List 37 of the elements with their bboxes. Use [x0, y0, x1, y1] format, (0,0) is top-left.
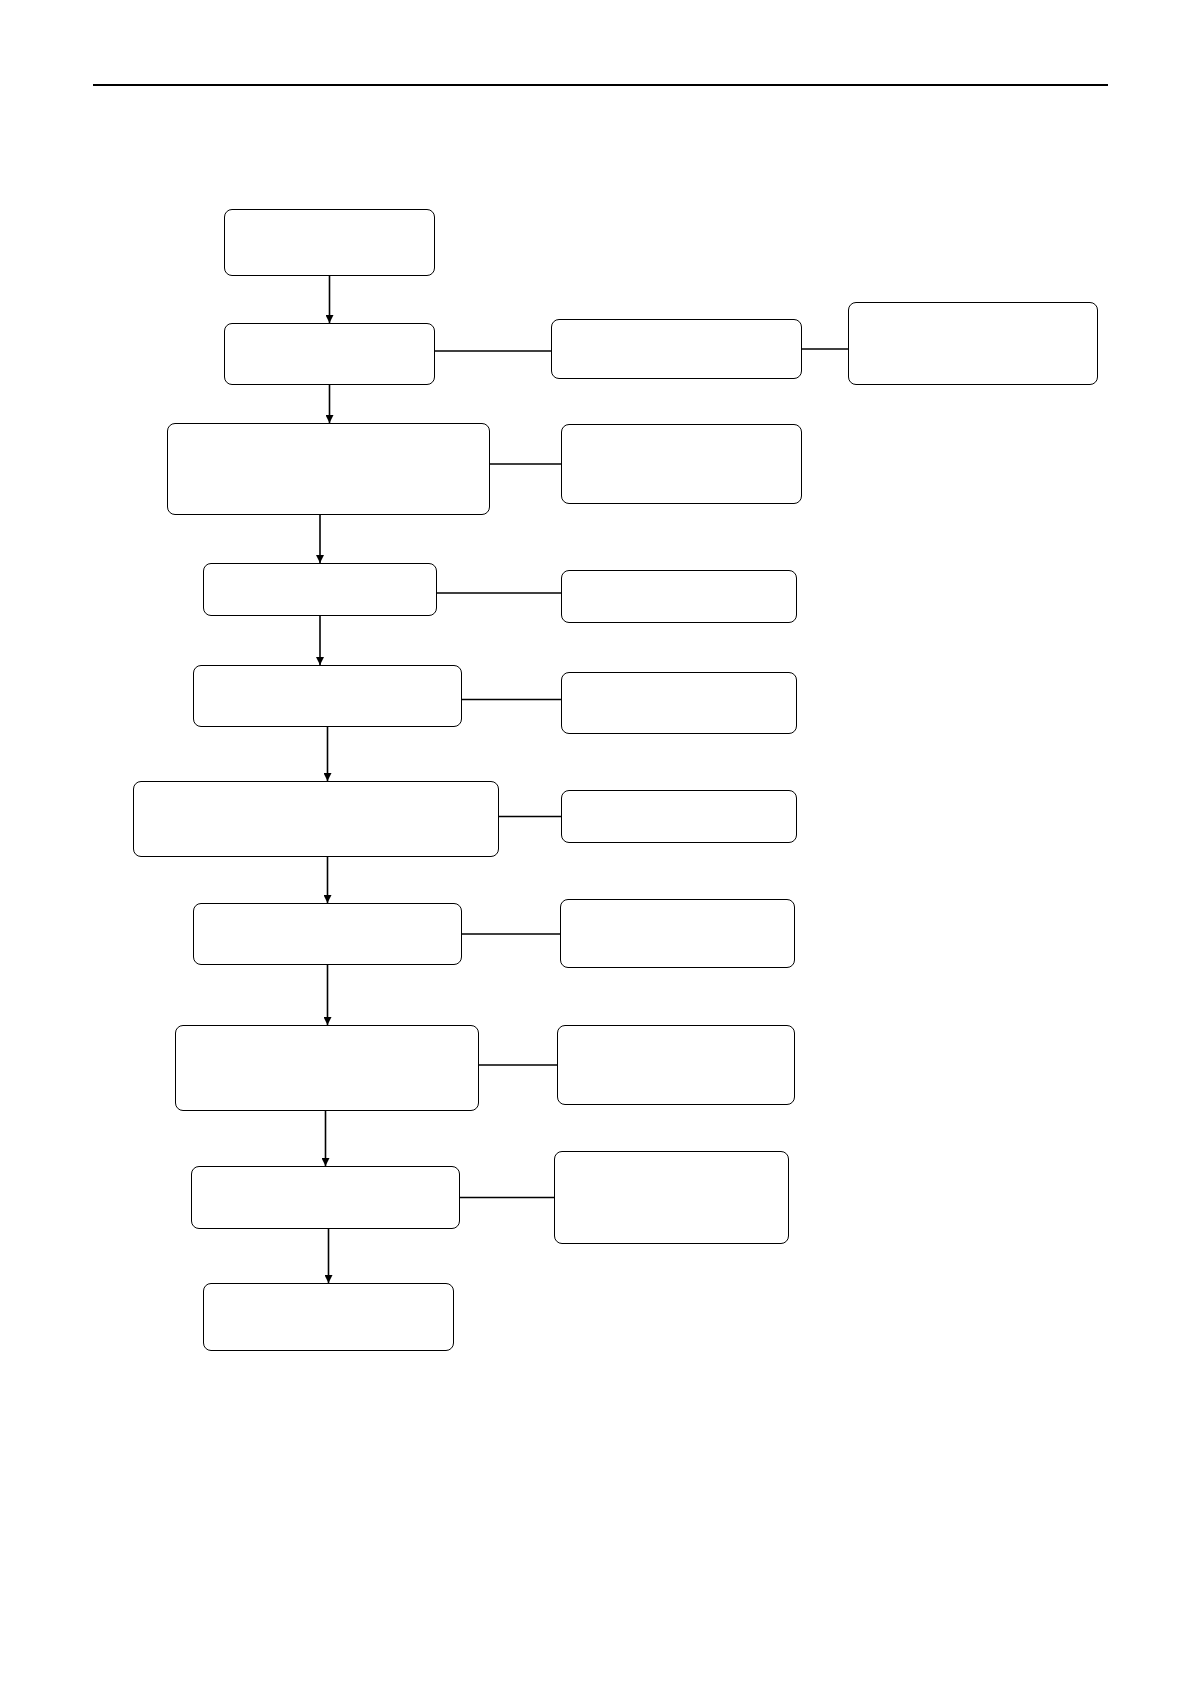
box-node [224, 209, 435, 276]
arrow [323, 726, 332, 782]
box-node [193, 665, 462, 727]
box-node [561, 790, 797, 843]
arrow [325, 275, 334, 324]
box-node [557, 1025, 795, 1105]
box-node [191, 1166, 460, 1229]
connector-line [461, 698, 562, 701]
connector-line [498, 815, 562, 818]
connector-line [434, 350, 552, 352]
box-node [193, 903, 462, 965]
box-node [561, 570, 797, 623]
box-node [551, 319, 802, 379]
arrow [321, 1110, 330, 1167]
box-node [848, 302, 1098, 385]
connector-line [489, 463, 562, 465]
box-node [560, 899, 795, 968]
connector-line [459, 1196, 555, 1199]
connector-line [461, 933, 561, 935]
box-node [175, 1025, 479, 1111]
arrow [316, 615, 324, 666]
box-node [554, 1151, 789, 1244]
arrow [323, 964, 332, 1026]
connector-line [801, 348, 849, 350]
box-node [203, 563, 437, 616]
box-node [167, 423, 490, 515]
arrow [316, 514, 324, 564]
box-node [203, 1283, 454, 1351]
connector-line [436, 592, 562, 594]
box-node [561, 424, 802, 504]
arrow [323, 856, 332, 904]
box-node [561, 672, 797, 734]
box-node [133, 781, 499, 857]
arrow [325, 384, 334, 424]
box-node [224, 323, 435, 385]
arrow [324, 1228, 333, 1284]
connector-line [478, 1064, 558, 1066]
